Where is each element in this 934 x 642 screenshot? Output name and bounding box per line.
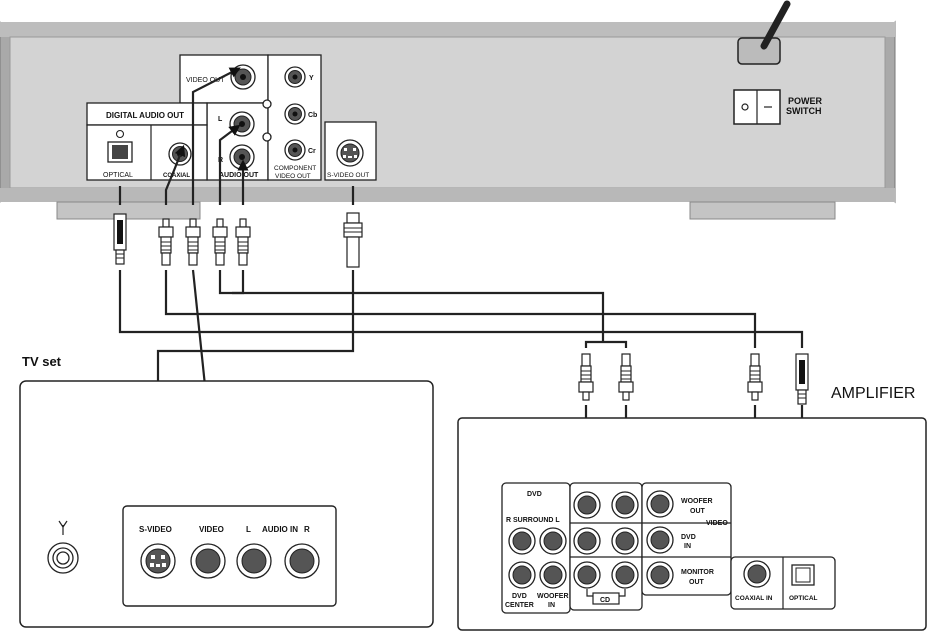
amp-dvd-in-jack[interactable] bbox=[646, 526, 674, 554]
video-plug-player bbox=[185, 218, 201, 266]
amp-top-left-jack[interactable] bbox=[573, 491, 601, 519]
tv-video-jack[interactable] bbox=[190, 543, 226, 579]
amp-woofer-out-jack[interactable] bbox=[646, 490, 674, 518]
amp-top-right-jack[interactable] bbox=[611, 491, 639, 519]
optical-plug-amp bbox=[795, 353, 809, 405]
audio-cable-run bbox=[232, 291, 605, 342]
optical-cable bbox=[118, 270, 804, 348]
component-video-out-label-line1: COMPONENT bbox=[274, 165, 316, 172]
s-video-plug-player bbox=[343, 212, 363, 268]
amp-dvd-center-jack[interactable] bbox=[508, 561, 536, 589]
amp-lower-r-jack[interactable] bbox=[611, 561, 639, 589]
coaxial-out-arrow bbox=[164, 144, 186, 205]
audio-r-plug-amp bbox=[618, 353, 634, 401]
audio-out-label: AUDIO OUT bbox=[219, 172, 259, 179]
amp-cd-label: CD bbox=[600, 597, 610, 604]
amp-surround-l-jack[interactable] bbox=[539, 527, 567, 555]
amp-woofer-in-label-line2: IN bbox=[548, 602, 555, 609]
audio-l-plug-amp bbox=[578, 353, 594, 401]
coaxial-out-label: COAXIAL bbox=[163, 173, 190, 179]
amp-cd-bracket bbox=[586, 589, 626, 605]
optical-out-label: OPTICAL bbox=[103, 172, 133, 179]
amp-monitor-out-label-line1: MONITOR bbox=[681, 569, 714, 576]
s-video-out-label: S-VIDEO OUT bbox=[327, 172, 369, 179]
power-switch-label-line1: POWER bbox=[788, 96, 823, 106]
coaxial-plug-amp bbox=[747, 353, 763, 401]
audio-r-plug-player bbox=[235, 218, 251, 266]
amp-video-label: VIDEO bbox=[706, 520, 728, 527]
amp-optical-jack[interactable] bbox=[791, 564, 815, 586]
video-out-jack[interactable] bbox=[230, 64, 256, 90]
amp-dvd-label: DVD bbox=[527, 491, 542, 498]
amp-woofer-in-label-line1: WOOFER bbox=[537, 593, 569, 600]
amp-woofer-out-label-line2: OUT bbox=[690, 508, 706, 515]
audio-out-l-label: L bbox=[218, 116, 223, 123]
component-cr-jack[interactable] bbox=[284, 139, 306, 161]
tv-set-title: TV set bbox=[22, 354, 62, 369]
player-foot-right bbox=[689, 201, 836, 220]
audio-cable-split bbox=[584, 340, 628, 348]
component-cr-label: Cr bbox=[308, 148, 316, 155]
amp-lower-l-jack[interactable] bbox=[573, 561, 601, 589]
s-video-cable bbox=[156, 270, 355, 405]
antenna-icon bbox=[58, 520, 68, 535]
amp-dvd-in-label-line1: DVD bbox=[681, 534, 696, 541]
power-lever[interactable] bbox=[737, 0, 791, 65]
amp-coaxial-in-label: COAXIAL IN bbox=[735, 595, 773, 602]
optical-plug-player bbox=[113, 213, 127, 265]
coaxial-plug-player bbox=[158, 218, 174, 266]
audio-out-l-jack[interactable] bbox=[229, 111, 255, 137]
digital-audio-out-label: DIGITAL AUDIO OUT bbox=[106, 111, 184, 120]
component-cb-label: Cb bbox=[308, 112, 317, 119]
component-cb-jack[interactable] bbox=[284, 103, 306, 125]
amp-monitor-out-jack[interactable] bbox=[646, 561, 674, 589]
component-video-out-label-line2: VIDEO OUT bbox=[275, 173, 311, 180]
optical-out-jack[interactable] bbox=[107, 141, 133, 163]
amp-surround-r-jack[interactable] bbox=[508, 527, 536, 555]
amp-coaxial-in-jack[interactable] bbox=[743, 560, 771, 588]
tv-s-video-jack[interactable] bbox=[140, 543, 176, 579]
amplifier-title: AMPLIFIER bbox=[831, 385, 915, 402]
tv-s-video-label: S-VIDEO bbox=[139, 525, 172, 534]
amp-cd-l-jack[interactable] bbox=[573, 527, 601, 555]
amp-woofer-out-label-line1: WOOFER bbox=[681, 498, 713, 505]
antenna-jack[interactable] bbox=[47, 542, 79, 574]
amp-monitor-out-label-line2: OUT bbox=[689, 579, 705, 586]
s-video-out-jack[interactable] bbox=[336, 139, 364, 167]
audio-l-arrow bbox=[218, 124, 241, 205]
tv-audio-r-jack[interactable] bbox=[284, 543, 320, 579]
video-out-arrow bbox=[191, 67, 241, 205]
audio-l-plug-player bbox=[212, 218, 228, 266]
player-foot-left bbox=[56, 201, 201, 220]
coaxial-cable bbox=[164, 270, 757, 348]
amp-r-surround-l-label: R SURROUND L bbox=[506, 517, 560, 524]
amp-dvd-center-label-line1: DVD bbox=[512, 593, 527, 600]
component-y-label: Y bbox=[309, 75, 314, 82]
tv-input-panel bbox=[122, 505, 337, 607]
amp-optical-label: OPTICAL bbox=[789, 595, 818, 602]
tv-audio-in-label: AUDIO IN bbox=[262, 525, 298, 534]
amp-dvd-center-label-line2: CENTER bbox=[505, 602, 534, 609]
audio-cable-loop bbox=[218, 270, 245, 295]
power-switch-label-line2: SWITCH bbox=[786, 106, 822, 116]
amp-dvd-in-label-line2: IN bbox=[684, 543, 691, 550]
tv-audio-l-jack[interactable] bbox=[236, 543, 272, 579]
tv-audio-r-label: R bbox=[304, 525, 310, 534]
video-out-label: VIDEO OUT bbox=[186, 77, 225, 84]
amp-cd-r-jack[interactable] bbox=[611, 527, 639, 555]
tv-audio-l-label: L bbox=[246, 525, 251, 534]
component-y-jack[interactable] bbox=[284, 66, 306, 88]
tv-video-label: VIDEO bbox=[199, 525, 224, 534]
amp-woofer-in-jack[interactable] bbox=[539, 561, 567, 589]
optical-indicator bbox=[115, 129, 125, 139]
power-switch[interactable] bbox=[733, 89, 781, 125]
